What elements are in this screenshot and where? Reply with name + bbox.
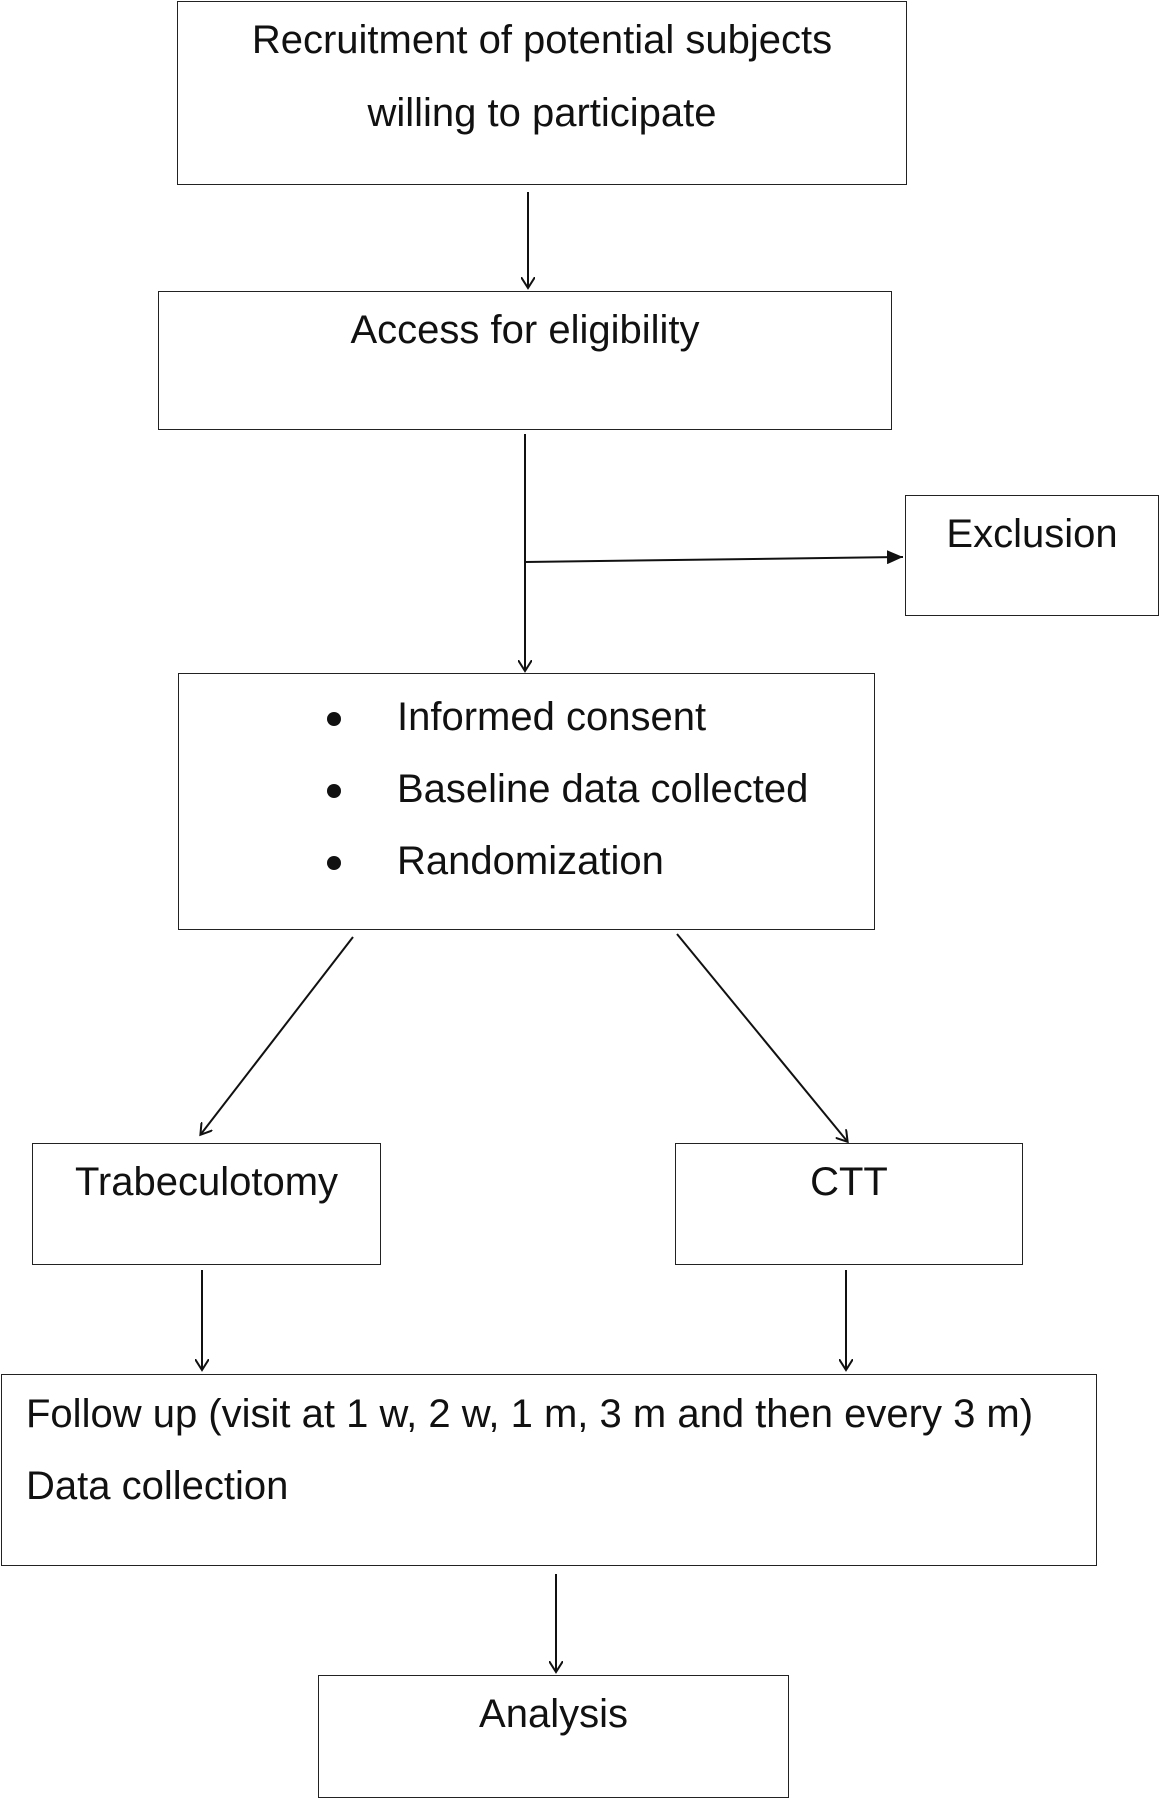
arrow-consent-to-ctt xyxy=(676,933,847,1141)
enrollment-box: Informed consent Baseline data collected… xyxy=(178,673,875,930)
eligibility-label: Access for eligibility xyxy=(350,308,700,352)
analysis-box: Analysis xyxy=(318,1675,789,1798)
arrow-consent-to-trabeculotomy xyxy=(201,936,354,1134)
exclusion-label: Exclusion xyxy=(946,512,1118,556)
recruitment-line2: willing to participate xyxy=(367,91,717,135)
enrollment-item-consent: Informed consent xyxy=(397,695,707,739)
recruitment-box: Recruitment of potential subjects willin… xyxy=(177,1,907,185)
enrollment-item-baseline: Baseline data collected xyxy=(397,767,809,811)
ctt-box: CTT xyxy=(675,1143,1023,1265)
analysis-label: Analysis xyxy=(479,1692,628,1736)
followup-line1: Follow up (visit at 1 w, 2 w, 1 m, 3 m a… xyxy=(26,1392,1034,1436)
arrow-to-exclusion xyxy=(524,550,904,565)
bullet-icon xyxy=(327,856,341,870)
eligibility-box: Access for eligibility xyxy=(158,291,892,430)
bullet-icon xyxy=(327,712,341,726)
exclusion-box: Exclusion xyxy=(905,495,1159,616)
bullet-icon xyxy=(327,784,341,798)
ctt-label: CTT xyxy=(810,1160,888,1204)
followup-line2: Data collection xyxy=(26,1464,289,1508)
trabeculotomy-label: Trabeculotomy xyxy=(74,1160,339,1204)
followup-box: Follow up (visit at 1 w, 2 w, 1 m, 3 m a… xyxy=(1,1374,1097,1566)
enrollment-item-randomization: Randomization xyxy=(397,839,664,883)
recruitment-line1: Recruitment of potential subjects xyxy=(251,18,833,62)
trabeculotomy-box: Trabeculotomy xyxy=(32,1143,381,1265)
